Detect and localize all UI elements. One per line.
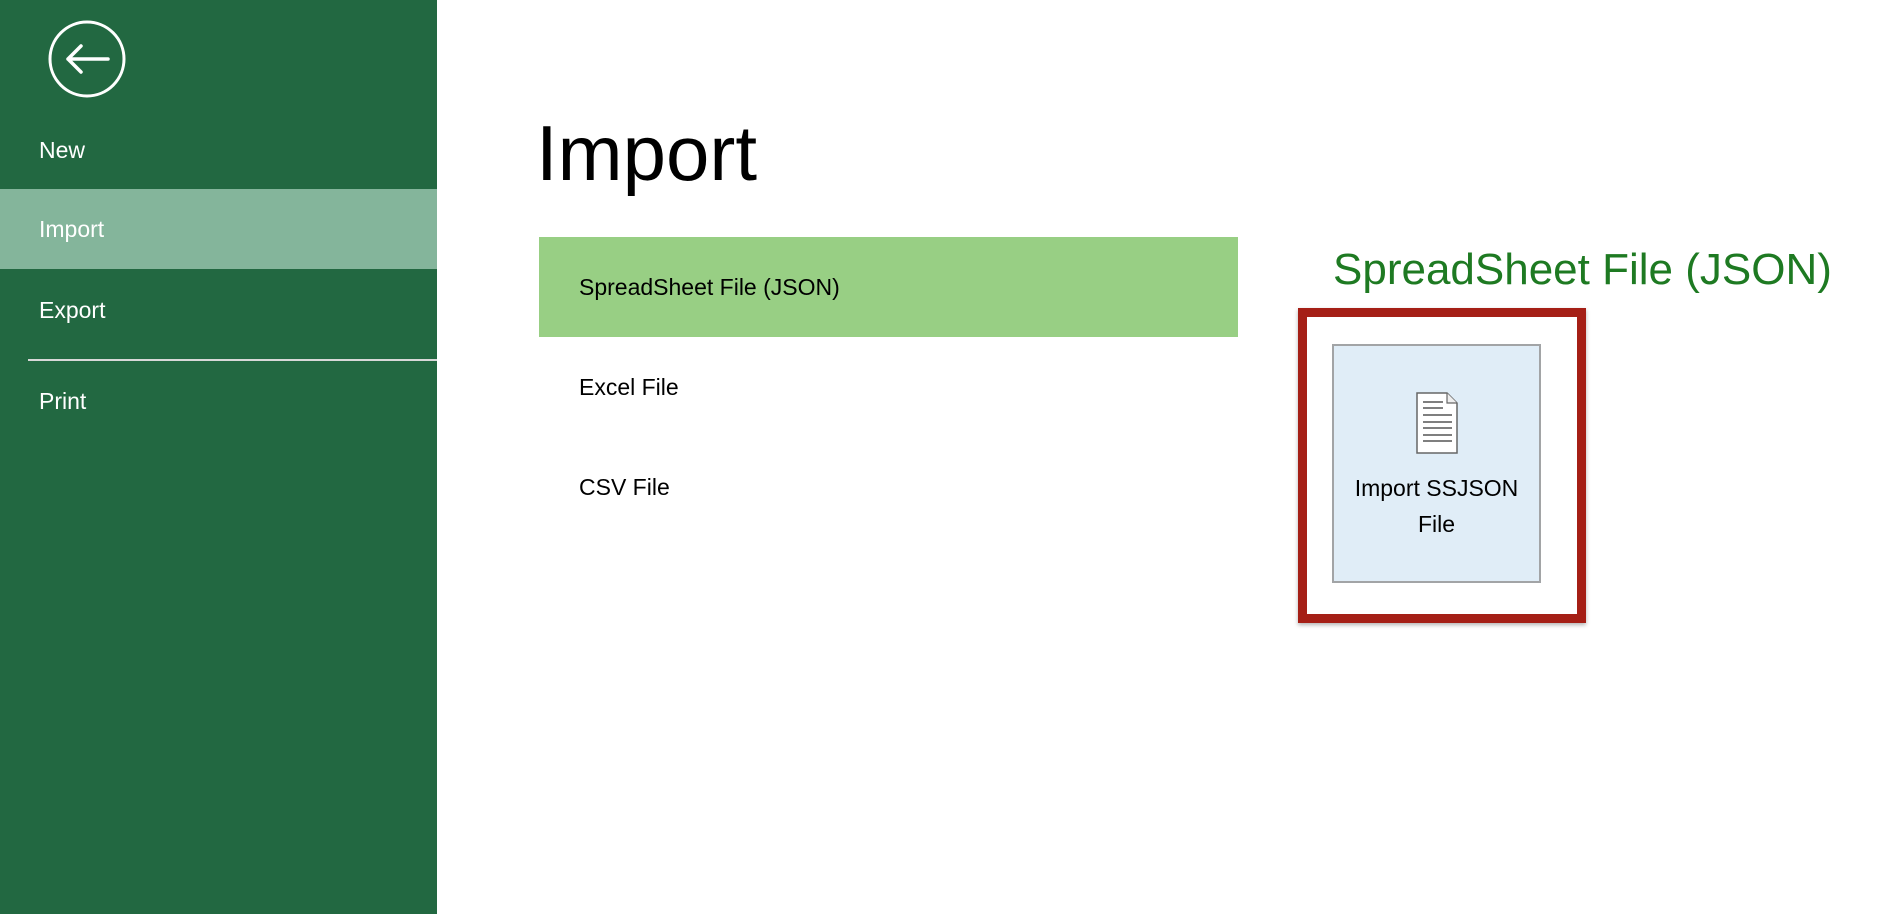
import-ssjson-label: Import SSJSON File	[1354, 475, 1519, 537]
option-excel-file[interactable]: Excel File	[579, 374, 679, 400]
page-title: Import	[536, 109, 758, 197]
highlight-box	[1298, 308, 1586, 623]
document-icon	[1416, 392, 1458, 454]
sidebar-divider	[28, 359, 437, 361]
option-spreadsheet-json[interactable]: SpreadSheet File (JSON)	[539, 237, 1238, 337]
back-button[interactable]	[48, 20, 126, 98]
sidebar-item-import[interactable]: Import	[0, 189, 437, 269]
sidebar-item-print[interactable]: Print	[39, 388, 87, 414]
sidebar: New Import Export Print	[0, 0, 437, 914]
option-csv-file[interactable]: CSV File	[579, 474, 670, 500]
import-ssjson-button[interactable]: Import SSJSON File	[1332, 344, 1541, 583]
detail-heading: SpreadSheet File (JSON)	[1333, 245, 1832, 294]
sidebar-item-export[interactable]: Export	[39, 297, 106, 323]
back-arrow-circle-icon	[48, 20, 126, 98]
sidebar-item-new[interactable]: New	[39, 137, 86, 163]
